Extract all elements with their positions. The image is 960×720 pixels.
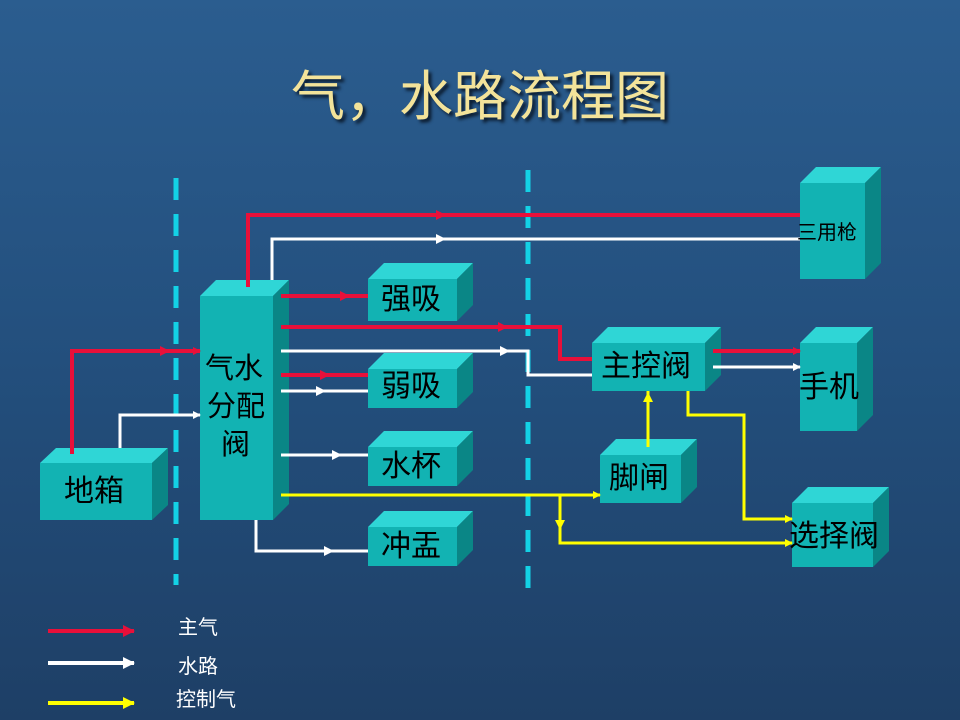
label-jiaozha: 脚闸 (609, 461, 669, 496)
water-markers (316, 234, 510, 556)
legend-control-air-label: 控制气 (176, 687, 236, 711)
box-fenpei (200, 280, 289, 520)
red-marker-qiangxi (340, 291, 350, 301)
box-zhukong (592, 327, 721, 391)
yellow-marker-zhukong (643, 392, 653, 402)
label-dixiang: 地箱 (64, 474, 124, 509)
label-shuibei: 水杯 (381, 449, 441, 484)
box-shuibei (368, 431, 473, 486)
control-air-lines (281, 391, 793, 547)
label-sanyongqiang: 三用枪 (797, 220, 857, 244)
box-qiangxi (368, 263, 473, 321)
label-chongyu: 冲盂 (381, 529, 441, 564)
red-marker-top (436, 210, 446, 220)
yellow-marker-branch (555, 520, 565, 530)
box-sanyongqiang (800, 167, 881, 279)
box-xuanze (792, 487, 889, 567)
main-air-markers (160, 210, 508, 380)
box-ruoxi (368, 353, 473, 408)
red-line-sanyong (246, 213, 800, 287)
yellow-line-xuanze-bottom (558, 495, 793, 547)
white-line-dixiang-in (118, 411, 201, 448)
white-marker-shuibei (332, 450, 342, 460)
box-chongyu (368, 511, 473, 566)
white-marker-zhukong (500, 346, 510, 356)
white-marker-ruoxi (316, 386, 326, 396)
white-line-sanyong (270, 237, 800, 280)
label-fenpei-line2: 分配 (207, 389, 266, 423)
red-line-zhukong (281, 325, 592, 361)
label-xuanze: 选择阀 (789, 519, 879, 554)
label-shouji: 手机 (799, 370, 859, 405)
legend-main-air-label: 主气 (178, 615, 218, 639)
legend-water-label: 水路 (178, 654, 218, 678)
box-dixiang (40, 448, 168, 520)
box-shouji (800, 327, 873, 431)
main-air-lines (70, 213, 801, 454)
yellow-line-xuanze-side (686, 391, 793, 523)
red-marker-zhukong (498, 322, 508, 332)
label-ruoxi: 弱吸 (381, 369, 441, 404)
label-fenpei-line1: 气水 (205, 351, 264, 385)
label-qiangxi: 强吸 (381, 282, 441, 317)
control-air-markers (555, 392, 653, 530)
white-marker-top (436, 234, 446, 244)
label-zhukong: 主控阀 (601, 349, 691, 384)
white-line-chongyu (254, 520, 368, 553)
red-marker-fenpei (160, 346, 170, 356)
page-title: 气，水路流程图 (291, 65, 669, 128)
label-fenpei-line3: 阀 (221, 427, 251, 461)
white-marker-chongyu (324, 546, 334, 556)
white-line-zhukong (281, 349, 592, 377)
red-line-dixiang-in (70, 347, 201, 454)
red-marker-ruoxi (320, 370, 330, 380)
